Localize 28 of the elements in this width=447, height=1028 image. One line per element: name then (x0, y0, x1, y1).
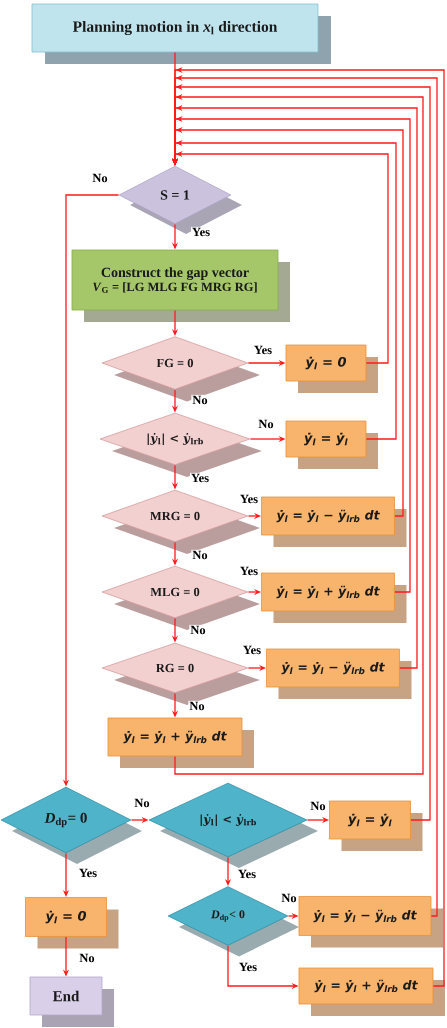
edge-label: No (188, 700, 206, 712)
edge-label: Yes (237, 961, 258, 973)
process-box: ẏ$_{l}$ = ẏ$_{l}$ + ÿ$_{lrb}$ dt (261, 572, 407, 623)
edge-label: Yes (190, 226, 211, 238)
edge-label: Yes (189, 472, 210, 484)
edge-label: Yes (238, 565, 259, 577)
edge-label: Yes (238, 493, 259, 505)
edge-label: Yes (241, 644, 262, 656)
process-box: ẏ$_{l}$ = ẏ$_{l}$ + ÿ$_{lrb}$ dt (107, 717, 254, 768)
terminal-box: End (29, 976, 114, 1027)
process-box: ẏ$_{l}$ = ẏ$_{l}$ (329, 800, 423, 851)
process-box: ẏ$_{l}$ = 0 (285, 344, 378, 393)
process-box: ẏ$_{l}$ = 0 (25, 897, 119, 949)
process-box: ẏ$_{l}$ = ẏ$_{l}$ − ÿ$_{lrb}$ dt (266, 648, 412, 699)
edge-label: No (280, 892, 298, 904)
process-box: ẏ$_{l}$ = ẏ$_{l}$ (285, 420, 378, 469)
edge-label: No (191, 394, 209, 406)
edge-label: No (78, 952, 96, 964)
edge-label: No (189, 624, 207, 636)
process-box: ẏ$_{l}$ = ẏ$_{l}$ + ÿ$_{lrb}$ dt (298, 967, 445, 1016)
start-box: Planning motion in x$_{l}$ direction (31, 3, 331, 64)
edge-label: No (91, 172, 109, 184)
edge-label: Yes (77, 867, 99, 879)
edge-label: No (191, 549, 209, 561)
process-box: ẏ$_{l}$ = ẏ$_{l}$ − ÿ$_{lrb}$ dt (298, 896, 443, 948)
process-box: Construct the gap vector V$_{G}$ = [LG MLG FG MRG RG] (71, 249, 290, 322)
edge-label: Yes (236, 868, 257, 880)
process-box: ẏ$_{l}$ = ẏ$_{l}$ − ÿ$_{lrb}$ dt (261, 496, 407, 547)
